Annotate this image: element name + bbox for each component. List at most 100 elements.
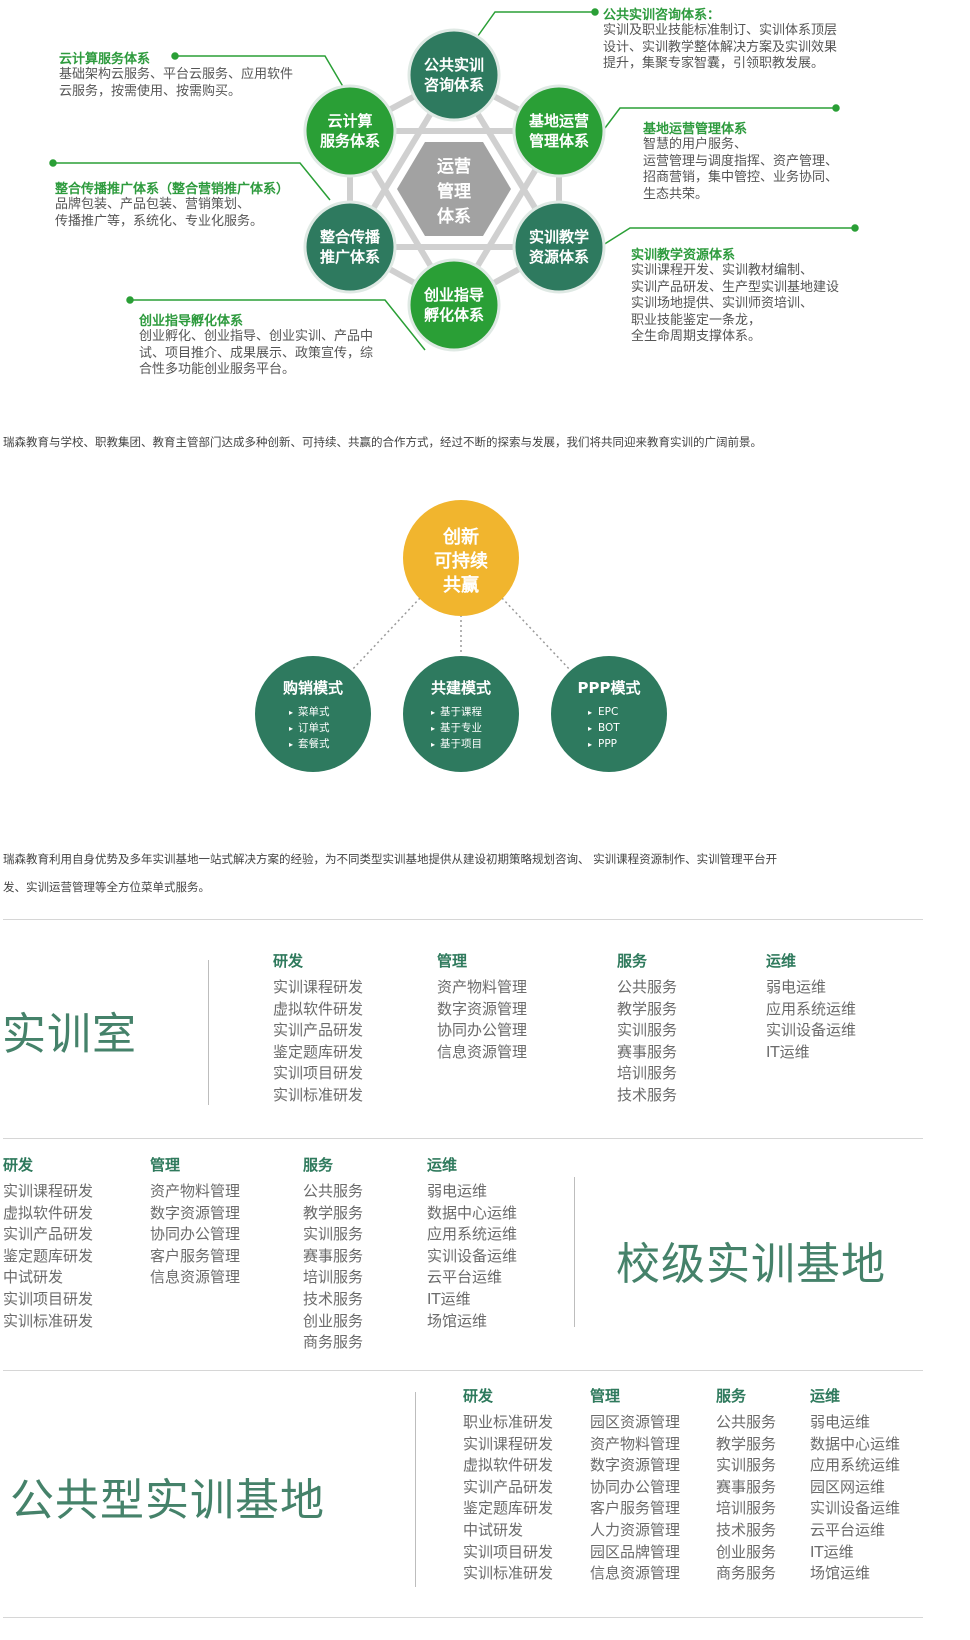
desc-base-line-1: 智慧的用户服务、 bbox=[643, 137, 748, 152]
list-item: 客户服务管理 bbox=[150, 1246, 241, 1265]
list-item: 实训课程研发 bbox=[273, 978, 364, 996]
section-lab-col-mgmt: 管理 资产物料管理 数字资源管理 协同办公管理 信息资源管理 bbox=[437, 950, 527, 1063]
mode-cobuild-bullet-3: ▸ bbox=[431, 740, 435, 749]
divider-3 bbox=[3, 1370, 923, 1371]
center-hexagon bbox=[397, 142, 511, 236]
desc-base-line-3: 招商营销，集中管控、业务协同、 bbox=[643, 170, 839, 185]
list-item: 技术服务 bbox=[617, 1085, 678, 1104]
mode-ppp-item-3: PPP bbox=[598, 738, 617, 750]
desc-incubate-line-3: 合性多功能创业服务平台。 bbox=[139, 362, 296, 377]
list-item: IT运维 bbox=[766, 1042, 810, 1061]
desc-incubate-title: 创业指导孵化体系 bbox=[139, 314, 244, 329]
triangle-up bbox=[344, 69, 565, 250]
list-item: 园区资源管理 bbox=[590, 1413, 681, 1431]
intro-paragraph-1: 瑞森教育与学校、职教集团、教育主管部门达成多种创新、可持续、共赢的合作方式，经过… bbox=[3, 435, 762, 449]
section-public-col-rd-head: 研发 bbox=[463, 1387, 494, 1405]
list-item: 数据中心运维 bbox=[810, 1434, 901, 1453]
section-school-col-svc: 服务 公共服务 教学服务 实训服务 赛事服务 培训服务 技术服务 创业服务 商务… bbox=[303, 1154, 363, 1354]
mode-ppp-bullet-1: ▸ bbox=[588, 708, 592, 717]
desc-consult: 公共实训咨询体系： 实训及职业技能标准制订、实训体系顶层 设计、实训教学整体解决… bbox=[603, 4, 837, 73]
desc-consult-line-1: 实训及职业技能标准制订、实训体系顶层 bbox=[603, 23, 838, 38]
list-item: 赛事服务 bbox=[716, 1477, 777, 1496]
coop-connectors bbox=[349, 597, 573, 673]
list-item: 教学服务 bbox=[617, 999, 678, 1018]
node-teach: 实训教学 资源体系 bbox=[512, 200, 606, 294]
divider-1 bbox=[3, 919, 923, 920]
node-incubate-line-1: 创业指导 bbox=[423, 286, 484, 304]
node-incubate-line-2: 孵化体系 bbox=[424, 306, 484, 324]
section-lab-col-svc-head: 服务 bbox=[617, 952, 648, 970]
list-item: 应用系统运维 bbox=[427, 1225, 518, 1244]
section-school: 研发 实训课程研发 虚拟软件研发 实训产品研发 鉴定题库研发 中试研发 实训项目… bbox=[0, 1140, 970, 1368]
list-item: 商务服务 bbox=[303, 1333, 364, 1352]
list-item: 创业服务 bbox=[716, 1542, 777, 1561]
mode-ppp-title: PPP模式 bbox=[578, 679, 641, 697]
mode-ppp-item-1: EPC bbox=[598, 706, 618, 718]
connector-dot-cloud bbox=[171, 52, 179, 60]
list-item: 实训标准研发 bbox=[273, 1085, 364, 1104]
list-item: 实训课程研发 bbox=[3, 1182, 94, 1200]
section-lab-col-svc: 服务 公共服务 教学服务 实训服务 赛事服务 培训服务 技术服务 bbox=[617, 950, 677, 1107]
mode-ppp-bullet-3: ▸ bbox=[588, 740, 592, 749]
mode-cobuild-title: 共建模式 bbox=[431, 679, 491, 697]
coop-center-line-3: 共赢 bbox=[443, 574, 479, 596]
connector-base bbox=[604, 107, 836, 129]
center-line-1: 运营 bbox=[437, 156, 471, 177]
section-lab-col-rd-head: 研发 bbox=[273, 952, 304, 970]
list-item: 实训项目研发 bbox=[463, 1542, 554, 1561]
coop-center: 创新 可持续 共赢 bbox=[403, 500, 519, 616]
section-public-col-mgmt-head: 管理 bbox=[590, 1387, 621, 1405]
desc-base: 基地运营管理体系 智慧的用户服务、 运营管理与调度指挥、资产管理、 招商营销，集… bbox=[643, 118, 838, 203]
coop-line-left bbox=[349, 597, 421, 673]
list-item: 资产物料管理 bbox=[150, 1182, 241, 1200]
mode-ppp: PPP模式 ▸ EPC ▸ BOT ▸ PPP bbox=[551, 656, 667, 772]
connector-lines bbox=[49, 8, 859, 351]
list-item: 实训产品研发 bbox=[463, 1477, 554, 1496]
divider-2 bbox=[3, 1138, 923, 1139]
list-item: 协同办公管理 bbox=[590, 1477, 681, 1496]
list-item: 实训设备运维 bbox=[810, 1499, 901, 1518]
section-lab-col-ops: 运维 弱电运维 应用系统运维 实训设备运维 IT运维 bbox=[766, 950, 856, 1063]
section-public-col-mgmt: 管理 园区资源管理 资产物料管理 数字资源管理 协同办公管理 客户服务管理 人力… bbox=[590, 1385, 680, 1585]
desc-base-line-2: 运营管理与调度指挥、资产管理、 bbox=[643, 153, 839, 169]
section-lab-col-mgmt-head: 管理 bbox=[437, 952, 468, 970]
desc-consult-title: 公共实训咨询体系： bbox=[603, 8, 721, 23]
list-item: 园区品牌管理 bbox=[590, 1542, 681, 1561]
mode-purchase-bullet-1: ▸ bbox=[289, 708, 293, 717]
node-consult: 公共实训 咨询体系 bbox=[407, 28, 501, 122]
list-item: 园区网运维 bbox=[810, 1477, 886, 1496]
list-item: 数字资源管理 bbox=[150, 1203, 241, 1222]
node-base-line-1: 基地运营 bbox=[528, 112, 589, 130]
list-item: 实训设备运维 bbox=[766, 1021, 857, 1040]
list-item: 实训服务 bbox=[303, 1225, 364, 1244]
list-item: 云平台运维 bbox=[427, 1268, 503, 1287]
list-item: 数据中心运维 bbox=[427, 1203, 518, 1222]
list-item: 赛事服务 bbox=[303, 1246, 364, 1265]
list-item: 信息资源管理 bbox=[150, 1268, 241, 1287]
intro-paragraph-2-line-1: 瑞森教育利用自身优势及多年实训基地一站式解决方案的经验，为不同类型实训基地提供从… bbox=[3, 852, 778, 866]
node-cloud-line-1: 云计算 bbox=[327, 112, 372, 130]
list-item: 商务服务 bbox=[716, 1564, 777, 1583]
list-item: 实训项目研发 bbox=[273, 1064, 364, 1083]
node-teach-line-2: 资源体系 bbox=[529, 248, 589, 266]
list-item: 弱电运维 bbox=[810, 1413, 871, 1431]
desc-consult-line-2: 设计、实训教学整体解决方案及实训效果 bbox=[603, 39, 838, 55]
list-item: 资产物料管理 bbox=[437, 978, 528, 996]
list-item: 创业服务 bbox=[303, 1311, 364, 1330]
desc-promo-title: 整合传播推广体系（整合营销推广体系） bbox=[55, 182, 290, 197]
connector-cloud bbox=[175, 55, 346, 91]
mode-purchase: 购销模式 ▸ 菜单式 ▸ 订单式 ▸ 套餐式 bbox=[255, 656, 371, 772]
mode-cobuild-bullet-2: ▸ bbox=[431, 724, 435, 733]
center-line-2: 管理 bbox=[437, 181, 471, 202]
list-item: 培训服务 bbox=[617, 1064, 678, 1083]
section-public-title: 公共型实训基地 bbox=[10, 1475, 325, 1526]
connector-consult bbox=[474, 11, 595, 41]
coop-center-line-1: 创新 bbox=[442, 526, 479, 548]
desc-promo: 整合传播推广体系（整合营销推广体系） 品牌包装、产品包装、营销策划、 传播推广等… bbox=[55, 178, 289, 230]
section-school-divider bbox=[574, 1177, 575, 1327]
mode-cobuild: 共建模式 ▸ 基于课程 ▸ 基于专业 ▸ 基于项目 bbox=[403, 656, 519, 772]
section-public-col-ops-head: 运维 bbox=[810, 1387, 841, 1405]
coop-center-line-2: 可持续 bbox=[434, 550, 488, 572]
intro-paragraph-2: 瑞森教育利用自身优势及多年实训基地一站式解决方案的经验，为不同类型实训基地提供从… bbox=[3, 845, 777, 901]
list-item: 实训设备运维 bbox=[427, 1246, 518, 1265]
